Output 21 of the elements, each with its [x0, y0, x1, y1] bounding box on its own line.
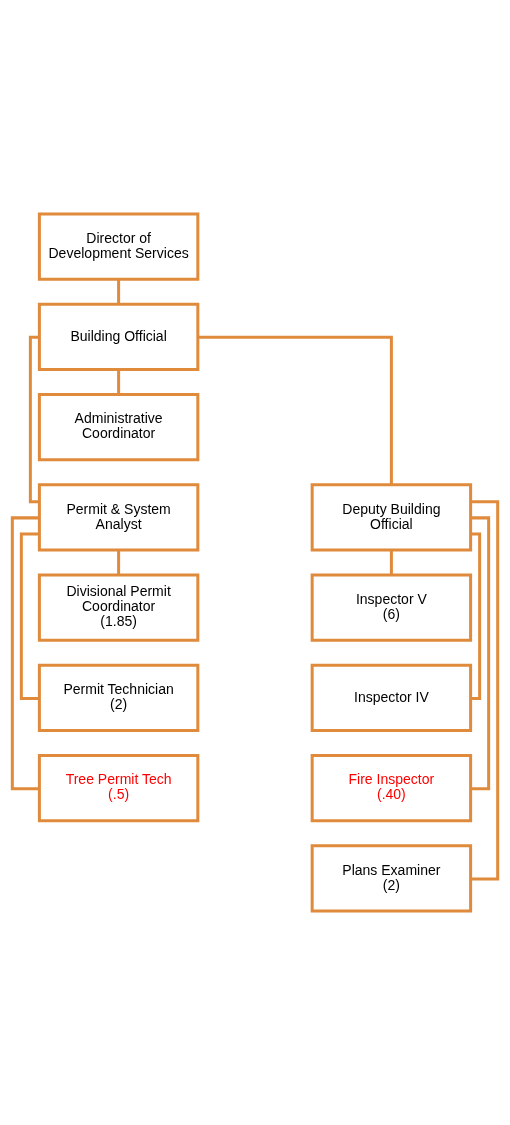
node-box: Building Official — [37, 302, 200, 371]
node-box: Inspector IV — [310, 663, 473, 732]
node-box: Permit Technician (2) — [37, 663, 200, 732]
connector — [10, 516, 40, 791]
connector — [117, 550, 121, 575]
node-box: Plans Examiner (2) — [310, 844, 473, 913]
connector — [470, 500, 500, 881]
node-box: Divisional Permit Coordinator (1.85) — [37, 573, 200, 642]
node-box: Deputy Building Official — [310, 483, 473, 552]
connector — [470, 532, 482, 700]
connector — [117, 279, 121, 305]
node-box: Fire Inspector (.40) — [310, 754, 473, 823]
node-box: Administrative Coordinator — [37, 393, 200, 462]
connector — [28, 335, 40, 504]
node-box: Permit & System Analyst — [37, 483, 200, 552]
node-box: Inspector V (6) — [310, 573, 473, 642]
connector — [117, 369, 121, 395]
connector — [197, 335, 393, 485]
node-box: Tree Permit Tech (.5) — [37, 754, 200, 823]
node-box: Director of Development Services — [37, 212, 200, 281]
connector — [389, 550, 393, 575]
